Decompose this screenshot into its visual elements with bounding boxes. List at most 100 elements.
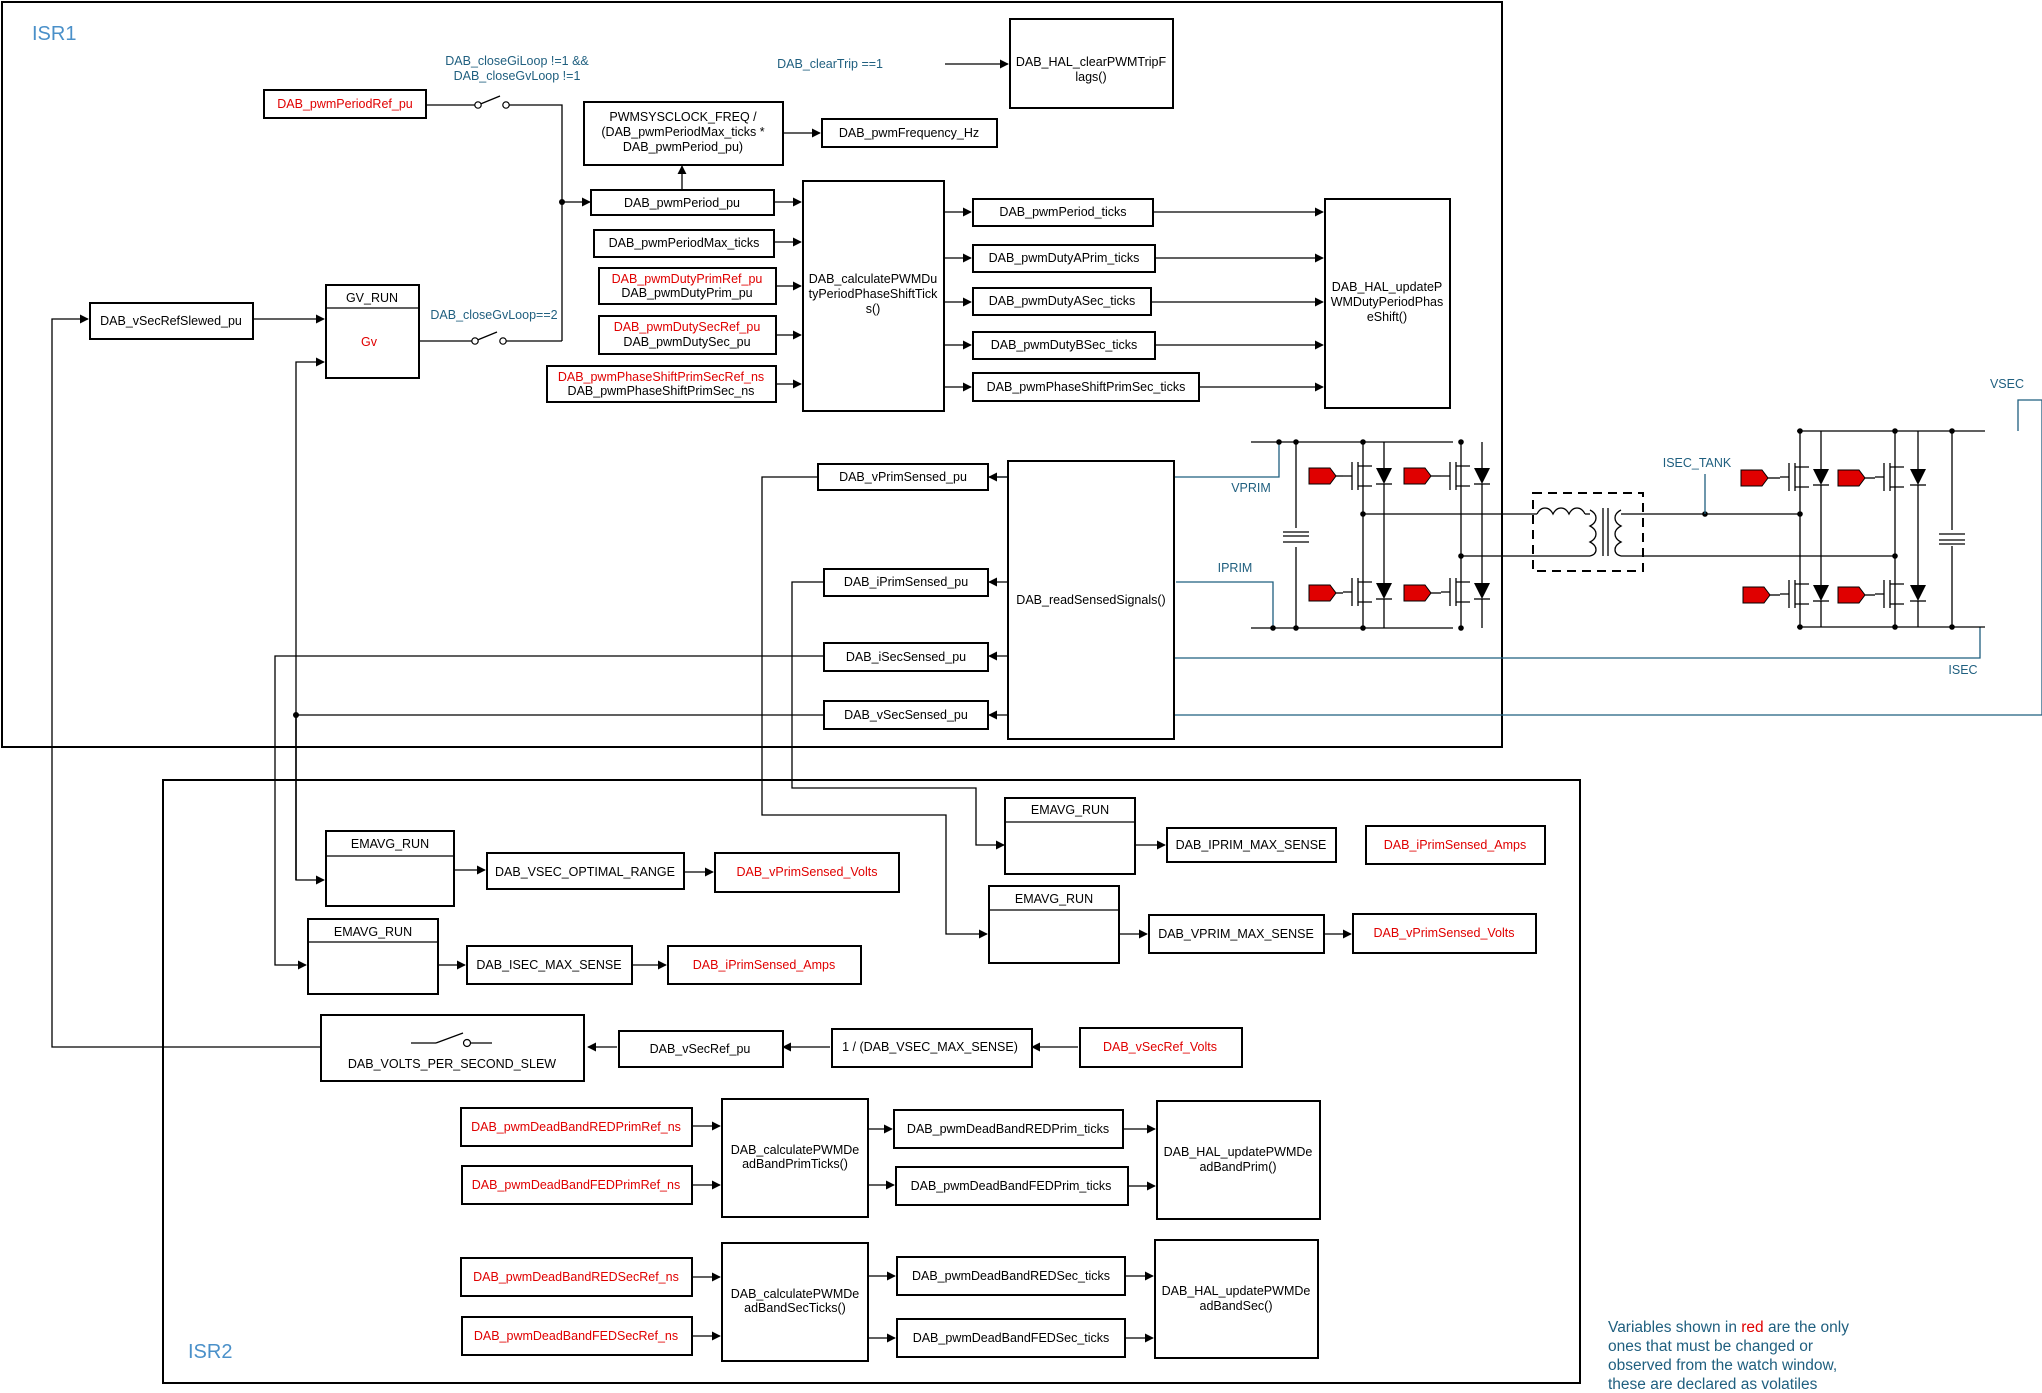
isr2-frame — [162, 779, 1581, 1384]
note-line-3: observed from the watch window, — [1608, 1357, 1837, 1374]
vprim-sensed-volts-box-left — [714, 852, 900, 893]
note-line-1: Variables shown in red are the only — [1608, 1319, 1849, 1336]
close-gv-loop-condition: DAB_closeGvLoop==2 — [430, 308, 557, 322]
calc-phase-shift-box — [802, 180, 945, 412]
iprim-sensed-amps-text-right: DAB_iPrimSensed_Amps — [1384, 838, 1526, 852]
phase-shift-ticks-box — [972, 372, 1200, 402]
isec-max-sense-text: DAB_ISEC_MAX_SENSE — [476, 958, 621, 972]
isr1-wiring — [253, 59, 1324, 392]
pwm-freq-formula-line-3: DAB_pwmPeriod_pu) — [623, 140, 743, 154]
isr1-blocks: DAB_pwmPeriodRef_pu DAB_closeGiLoop !=1 … — [89, 18, 1451, 740]
update-deadband-sec-text-1: DAB_HAL_updatePWMDe — [1162, 1284, 1311, 1298]
legend-note: Variables shown in red are the only ones… — [1608, 1319, 1849, 1393]
deadband-fed-prim-ref-box — [461, 1165, 693, 1205]
pwm-freq-formula-box — [583, 101, 784, 166]
phase-shift-ref-text: DAB_pwmPhaseShiftPrimSecRef_ns — [558, 370, 764, 384]
close-gi-loop-condition-2: DAB_closeGvLoop !=1 — [454, 69, 581, 83]
vprim-max-sense-box — [1148, 914, 1325, 954]
deadband-red-prim-ref-box — [460, 1107, 693, 1147]
read-sensed-signals-box — [1007, 460, 1175, 740]
period-ticks-box — [972, 198, 1154, 227]
deadband-fed-prim-ticks-box — [895, 1166, 1129, 1206]
isec-max-sense-box — [466, 945, 633, 985]
vprim-sensed-volts-text-left: DAB_vPrimSensed_Volts — [736, 865, 877, 879]
duty-sec-box — [598, 315, 777, 355]
iprim-sensed-amps-box-right — [1365, 825, 1546, 865]
phase-shift-ticks-text: DAB_pwmPhaseShiftPrimSec_ticks — [987, 380, 1186, 394]
pwm-freq-formula-line-1: PWMSYSCLOCK_FREQ / — [609, 110, 757, 124]
vsec-ref-pu-text: DAB_vSecRef_pu — [650, 1042, 751, 1056]
vsec-ref-slewed-box — [89, 302, 254, 340]
close-gi-loop-condition-1: DAB_closeGiLoop !=1 && — [445, 54, 589, 68]
volts-per-second-slew-text: DAB_VOLTS_PER_SECOND_SLEW — [348, 1057, 556, 1071]
pwm-period-max-ticks-box — [593, 229, 775, 258]
transformer-box — [1532, 492, 1644, 572]
update-deadband-prim-text-2: adBandPrim() — [1199, 1160, 1276, 1174]
isr2-label: ISR2 — [188, 1341, 232, 1363]
dab-power-circuit — [1251, 428, 1985, 631]
calc-deadband-sec-box — [721, 1242, 869, 1362]
deadband-fed-prim-ref-text: DAB_pwmDeadBandFEDPrimRef_ns — [472, 1178, 680, 1192]
wire-junctions — [293, 199, 565, 718]
i-sec-sensed-box — [823, 642, 989, 672]
calc-deadband-sec-text-1: DAB_calculatePWMDe — [731, 1287, 860, 1301]
sec-switches — [1740, 431, 1926, 627]
pwm-period-pu-text: DAB_pwmPeriod_pu — [624, 196, 740, 210]
iprim-max-sense-text: DAB_IPRIM_MAX_SENSE — [1176, 838, 1327, 852]
switch-contacts — [471, 101, 510, 345]
emavg-vprim-box — [988, 885, 1120, 964]
duty-a-sec-ticks-text: DAB_pwmDutyASec_ticks — [989, 294, 1136, 308]
vprim-max-sense-text: DAB_VPRIM_MAX_SENSE — [1158, 927, 1314, 941]
phase-shift-text: DAB_pwmPhaseShiftPrimSec_ns — [568, 384, 755, 398]
update-duty-period-text-1: DAB_HAL_updateP — [1332, 280, 1443, 294]
isr1-frame — [1, 1, 1503, 748]
clear-pwm-trip-flags-text-1: DAB_HAL_clearPWMTripF — [1016, 55, 1167, 69]
deadband-fed-prim-ticks-text: DAB_pwmDeadBandFEDPrim_ticks — [911, 1179, 1112, 1193]
clear-pwm-trip-flags-text-2: lags() — [1075, 70, 1106, 84]
note-line-4: these are declared as volatiles — [1608, 1376, 1818, 1393]
deadband-red-sec-ref-box — [460, 1257, 693, 1297]
update-duty-period-text-2: WMDutyPeriodPhas — [1331, 295, 1444, 309]
update-deadband-sec-text-2: adBandSec() — [1200, 1299, 1273, 1313]
deadband-fed-sec-ticks-text: DAB_pwmDeadBandFEDSec_ticks — [913, 1331, 1110, 1345]
vsec-ref-volts-box — [1079, 1027, 1243, 1068]
iprim-label: IPRIM — [1218, 561, 1253, 575]
v-prim-sensed-box — [817, 463, 989, 491]
emavg-isec-box — [307, 918, 439, 995]
duty-prim-text: DAB_pwmDutyPrim_pu — [621, 286, 752, 300]
pwm-period-ref-text: DAB_pwmPeriodRef_pu — [277, 97, 413, 111]
vsec-ref-volts-text: DAB_vSecRef_Volts — [1103, 1040, 1217, 1054]
duty-a-sec-ticks-box — [972, 287, 1152, 316]
vsec-max-sense-recip-text: 1 / (DAB_VSEC_MAX_SENSE) — [842, 1040, 1018, 1054]
v-sec-sensed-box — [823, 700, 989, 730]
iprim-sensed-amps-text-left: DAB_iPrimSensed_Amps — [693, 958, 835, 972]
duty-b-sec-ticks-box — [972, 331, 1156, 360]
calc-phase-shift-text-3: s() — [866, 302, 881, 316]
vsec-ref-pu-box — [618, 1030, 784, 1068]
i-prim-sensed-text: DAB_iPrimSensed_pu — [844, 575, 968, 589]
gv-run-box — [325, 284, 420, 379]
isec-label: ISEC — [1948, 663, 1977, 677]
v-prim-sensed-text: DAB_vPrimSensed_pu — [839, 470, 967, 484]
note-line-2: ones that must be changed or — [1608, 1338, 1813, 1355]
emavg-isec-title: EMAVG_RUN — [334, 925, 412, 939]
volts-per-second-slew-box — [320, 1014, 585, 1082]
gv-run-title: GV_RUN — [346, 291, 398, 305]
isr2-wiring — [438, 840, 1352, 1343]
duty-sec-text: DAB_pwmDutySec_pu — [623, 335, 750, 349]
pwm-frequency-hz-text: DAB_pwmFrequency_Hz — [839, 126, 979, 140]
update-deadband-prim-box — [1156, 1100, 1321, 1220]
calc-deadband-prim-text-1: DAB_calculatePWMDe — [731, 1143, 860, 1157]
duty-sec-ref-text: DAB_pwmDutySecRef_pu — [614, 320, 761, 334]
clear-pwm-trip-flags-box — [1009, 18, 1174, 109]
prim-switches — [1308, 442, 1490, 628]
calc-deadband-prim-box — [721, 1098, 869, 1218]
pwm-frequency-hz-box — [821, 118, 998, 148]
duty-b-sec-ticks-text: DAB_pwmDutyBSec_ticks — [991, 338, 1138, 352]
i-sec-sensed-text: DAB_iSecSensed_pu — [846, 650, 966, 664]
isr2-blocks: EMAVG_RUN DAB_IPRIM_MAX_SENSE DAB_iPrimS… — [307, 797, 1546, 1362]
pwm-period-ref-box — [263, 89, 427, 119]
i-prim-sensed-box — [823, 568, 989, 597]
deadband-red-sec-ticks-box — [896, 1256, 1126, 1296]
